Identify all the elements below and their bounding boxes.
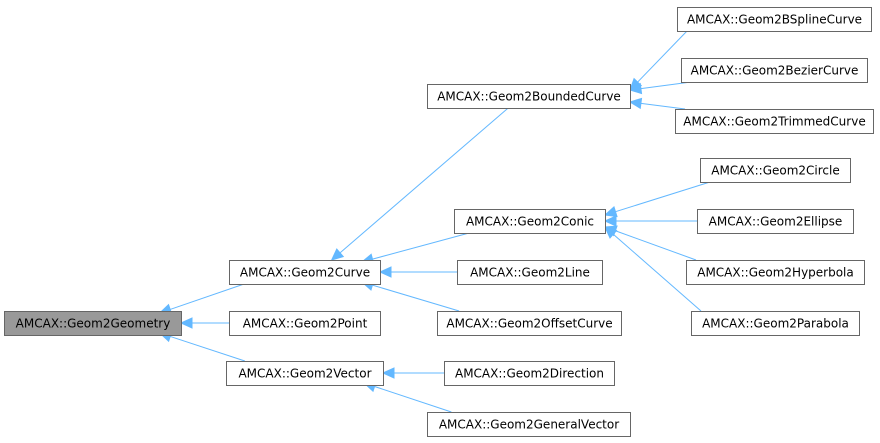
class-node-curve[interactable]: AMCAX::Geom2Curve xyxy=(229,260,381,285)
class-node-circle[interactable]: AMCAX::Geom2Circle xyxy=(700,158,851,183)
inheritance-arrowhead xyxy=(179,317,193,329)
class-node-box xyxy=(700,158,851,183)
class-node-box xyxy=(229,260,381,285)
class-node-label: AMCAX::Geom2Geometry xyxy=(16,317,171,331)
class-node-label: AMCAX::Geom2Line xyxy=(470,266,590,280)
class-node-line[interactable]: AMCAX::Geom2Line xyxy=(457,260,603,285)
inheritance-edge-general-vector-to-vector xyxy=(374,385,452,413)
class-node-general-vector[interactable]: AMCAX::Geom2GeneralVector xyxy=(427,412,631,437)
class-node-label: AMCAX::Geom2BoundedCurve xyxy=(437,90,621,104)
inheritance-edge-parabola-to-conic xyxy=(612,233,702,312)
class-node-bspline-curve[interactable]: AMCAX::Geom2BSplineCurve xyxy=(677,7,872,32)
class-node-box xyxy=(229,311,381,336)
inheritance-edge-circle-to-conic xyxy=(615,181,711,213)
class-node-label: AMCAX::Geom2Hyperbola xyxy=(697,266,854,280)
class-node-conic[interactable]: AMCAX::Geom2Conic xyxy=(454,209,606,234)
class-node-label: AMCAX::Geom2TrimmedCurve xyxy=(683,115,865,129)
class-node-label: AMCAX::Geom2Point xyxy=(243,317,368,331)
class-node-hyperbola[interactable]: AMCAX::Geom2Hyperbola xyxy=(686,260,865,285)
class-node-bezier-curve[interactable]: AMCAX::Geom2BezierCurve xyxy=(681,58,868,83)
inheritance-edge-vector-to-geometry xyxy=(170,335,245,362)
inheritance-edge-bounded-curve-to-curve xyxy=(339,107,509,254)
class-node-box xyxy=(686,260,865,285)
class-node-box xyxy=(681,58,868,83)
class-node-ellipse[interactable]: AMCAX::Geom2Ellipse xyxy=(697,209,854,234)
class-node-label: AMCAX::Geom2Parabola xyxy=(702,317,849,331)
class-node-box xyxy=(677,7,872,32)
class-node-parabola[interactable]: AMCAX::Geom2Parabola xyxy=(691,311,860,336)
class-node-box xyxy=(427,412,631,437)
class-node-label: AMCAX::Geom2GeneralVector xyxy=(439,418,619,432)
inheritance-arrowhead xyxy=(628,97,643,110)
inheritance-arrowhead xyxy=(628,82,643,95)
inheritance-edge-hyperbola-to-conic xyxy=(615,230,697,261)
class-node-trimmed-curve[interactable]: AMCAX::Geom2TrimmedCurve xyxy=(675,109,874,134)
class-node-offset-curve[interactable]: AMCAX::Geom2OffsetCurve xyxy=(437,311,622,336)
nodes-layer: AMCAX::Geom2GeometryAMCAX::Geom2CurveAMC… xyxy=(4,7,874,437)
class-node-box xyxy=(226,361,384,386)
class-node-box xyxy=(437,311,622,336)
inheritance-edge-bspline-curve-to-bounded-curve xyxy=(637,30,688,83)
class-node-label: AMCAX::Geom2Conic xyxy=(466,215,594,229)
inheritance-edge-offset-curve-to-curve xyxy=(372,284,460,312)
class-node-label: AMCAX::Geom2BezierCurve xyxy=(691,64,859,78)
class-node-box xyxy=(427,84,631,109)
class-node-label: AMCAX::Geom2Curve xyxy=(240,266,370,280)
class-node-box xyxy=(697,209,854,234)
class-node-box xyxy=(457,260,603,285)
class-node-label: AMCAX::Geom2Direction xyxy=(455,367,604,381)
inheritance-edge-conic-to-curve xyxy=(372,232,470,260)
inheritance-arrowhead xyxy=(330,248,345,261)
class-node-label: AMCAX::Geom2OffsetCurve xyxy=(446,317,612,331)
class-node-label: AMCAX::Geom2Ellipse xyxy=(709,215,843,229)
class-node-box xyxy=(454,209,606,234)
inheritance-arrowhead xyxy=(378,266,392,278)
class-node-label: AMCAX::Geom2Vector xyxy=(238,367,371,381)
class-node-geometry[interactable]: AMCAX::Geom2Geometry xyxy=(4,311,182,336)
class-node-label: AMCAX::Geom2Circle xyxy=(711,164,840,178)
class-node-label: AMCAX::Geom2BSplineCurve xyxy=(687,13,862,27)
inheritance-arrowhead xyxy=(603,215,617,227)
class-node-box xyxy=(675,109,874,134)
class-node-box xyxy=(4,311,182,336)
class-node-point[interactable]: AMCAX::Geom2Point xyxy=(229,311,381,336)
class-node-direction[interactable]: AMCAX::Geom2Direction xyxy=(444,361,615,386)
class-node-box xyxy=(444,361,615,386)
inheritance-edge-bezier-curve-to-bounded-curve xyxy=(640,81,692,90)
class-node-vector[interactable]: AMCAX::Geom2Vector xyxy=(226,361,384,386)
edges-layer xyxy=(158,30,711,413)
inheritance-edge-trimmed-curve-to-bounded-curve xyxy=(640,102,686,110)
inheritance-arrowhead xyxy=(603,206,618,218)
inheritance-arrowhead xyxy=(604,226,618,239)
class-node-box xyxy=(691,311,860,336)
class-node-bounded-curve[interactable]: AMCAX::Geom2BoundedCurve xyxy=(427,84,631,109)
inheritance-edge-curve-to-geometry xyxy=(169,283,245,310)
inheritance-arrowhead xyxy=(381,367,395,379)
